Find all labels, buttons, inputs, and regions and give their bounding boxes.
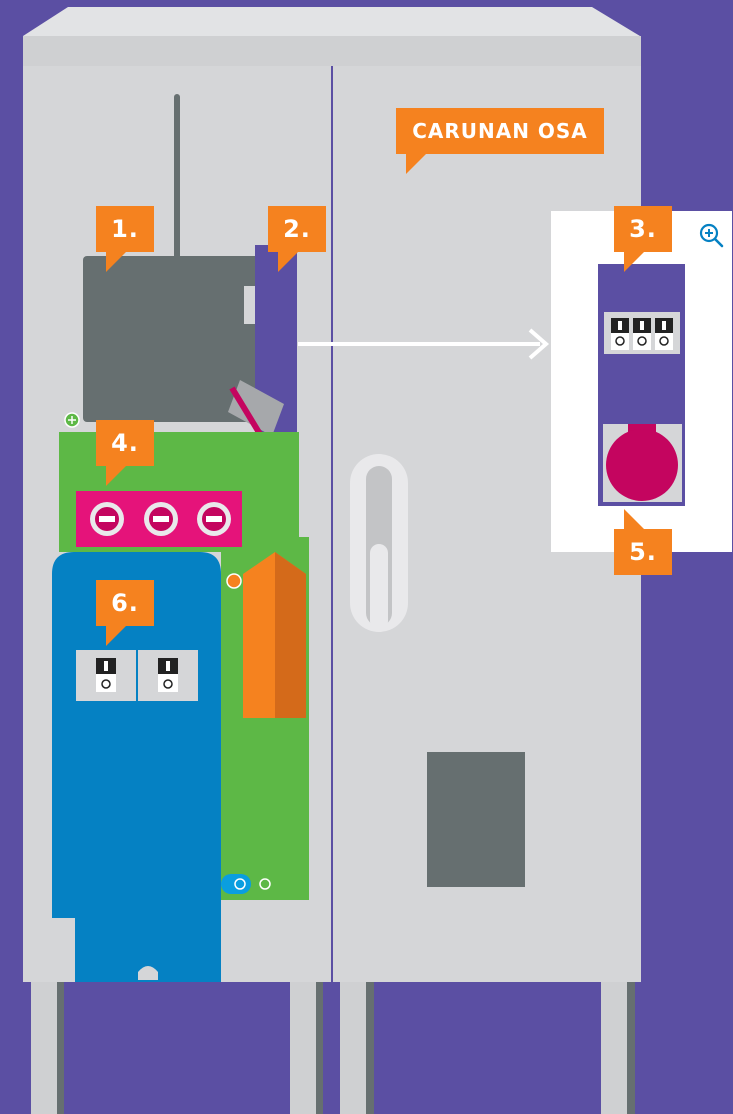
label-4: 4. xyxy=(96,420,154,486)
screw-icon xyxy=(259,878,271,890)
screw-icon xyxy=(234,878,246,890)
label-3: 3. xyxy=(614,206,672,272)
breaker-switch xyxy=(655,318,673,350)
meter-window xyxy=(427,752,525,887)
cable-connector xyxy=(228,380,284,436)
arrow-head-icon xyxy=(528,328,550,360)
screw-icon xyxy=(226,573,242,589)
antenna xyxy=(174,94,180,259)
breaker-switch xyxy=(611,318,629,350)
cable-clip xyxy=(221,874,251,894)
router-box xyxy=(83,256,273,422)
carunan-osa-label: CARUNAN OSA xyxy=(396,108,604,174)
fuse-icon xyxy=(90,502,124,536)
breaker-switch xyxy=(633,318,651,350)
cabinet-top xyxy=(23,36,641,66)
cabinet-leg-shadow xyxy=(57,982,64,1114)
label-2: 2. xyxy=(268,206,326,272)
cabinet-roof xyxy=(23,7,640,36)
cabinet-leg-shadow xyxy=(627,982,635,1114)
label-5: 5. xyxy=(614,509,672,575)
orange-block-shadow xyxy=(275,552,306,718)
label-1: 1. xyxy=(96,206,154,272)
zoom-in-icon[interactable] xyxy=(698,222,724,248)
fuse-icon xyxy=(197,502,231,536)
label-6: 6. xyxy=(96,580,154,646)
cabinet-leg-shadow xyxy=(316,982,323,1114)
cabinet-leg-shadow xyxy=(366,982,374,1114)
fuse-icon xyxy=(144,502,178,536)
bottom-screw-icon xyxy=(138,966,158,980)
power-socket xyxy=(606,429,678,501)
door-handle-grip xyxy=(370,544,388,630)
router-slot xyxy=(244,286,256,324)
